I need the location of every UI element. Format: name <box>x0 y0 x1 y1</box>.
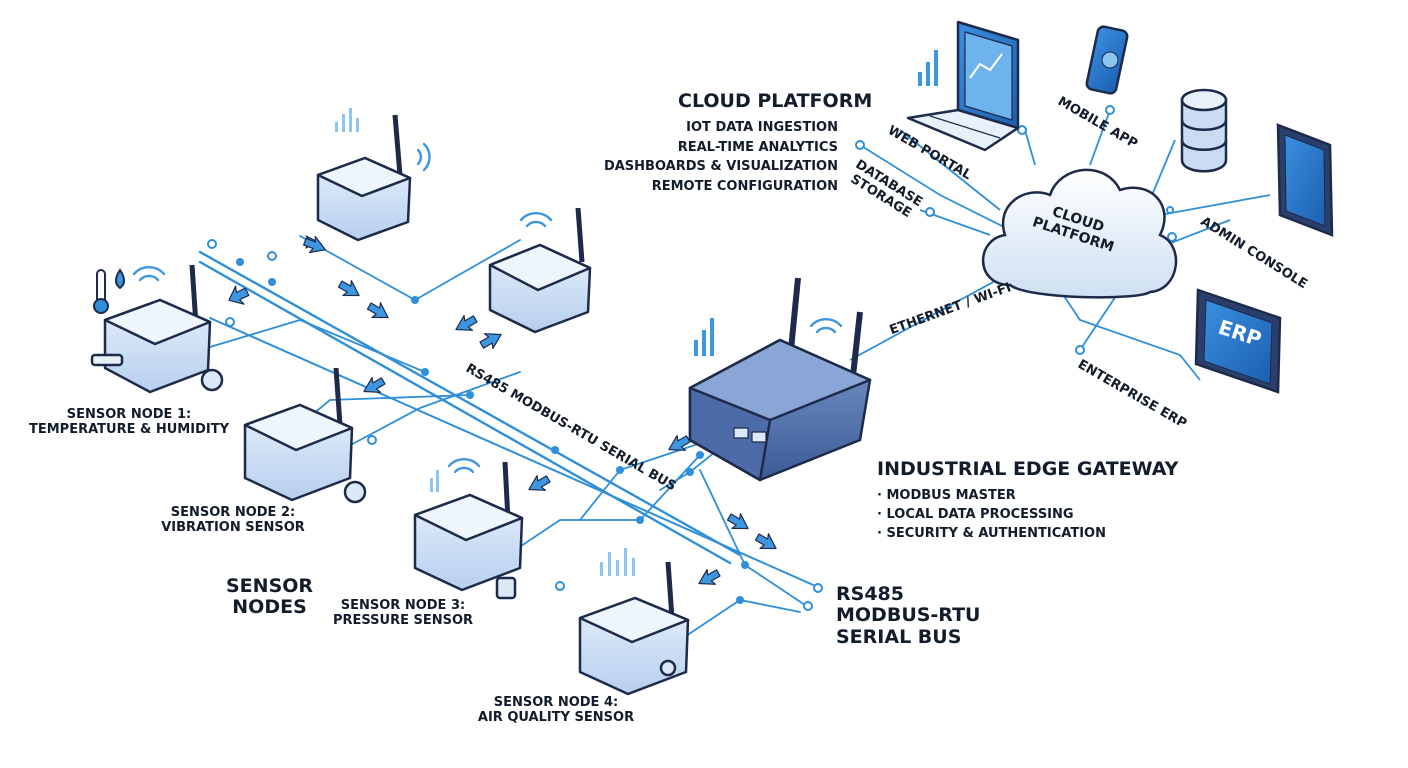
sensor-node-3-label: SENSOR NODE 3: PRESSURE SENSOR <box>318 598 488 628</box>
rs485-bus-wires <box>198 235 821 641</box>
sensor-group-line1: SENSOR <box>226 575 314 597</box>
sensor-node-2-device <box>243 367 367 504</box>
sensor-node-top-b-device <box>488 207 592 334</box>
gateway-items: · MODBUS MASTER · LOCAL DATA PROCESSING … <box>877 487 1106 544</box>
sensor-node-4-title: SENSOR NODE 4: <box>493 695 619 710</box>
sensor-node-1-device <box>90 264 224 394</box>
sensor-node-3-title: SENSOR NODE 3: <box>340 598 466 613</box>
sensor-group-line2: NODES <box>232 596 307 619</box>
cloud-panel-items: IOT DATA INGESTION REAL-TIME ANALYTICS D… <box>604 118 838 196</box>
sensor-node-2-title: SENSOR NODE 2: <box>170 505 296 520</box>
sensor-node-1-label: SENSOR NODE 1: TEMPERATURE & HUMIDITY <box>24 407 234 437</box>
database-icon <box>1180 88 1228 173</box>
bus-junction-dots <box>236 258 749 604</box>
cloud-item-remote-config: REMOTE CONFIGURATION <box>651 178 838 194</box>
bus-label: RS485 MODBUS-RTU SERIAL BUS <box>836 583 981 648</box>
sensor-node-4-label: SENSOR NODE 4: AIR QUALITY SENSOR <box>466 695 646 725</box>
sensor-node-2-type: VIBRATION SENSOR <box>161 519 305 535</box>
cloud-link-terminals <box>855 105 1177 355</box>
cloud-shape <box>981 168 1178 299</box>
gateway-item-master: · MODBUS MASTER <box>877 488 1016 503</box>
sensor-group-label: SENSOR NODES <box>226 575 314 619</box>
bus-end-terminals <box>207 239 823 611</box>
sensor-node-top-a-device <box>316 114 412 242</box>
bus-label-line1: RS485 <box>836 583 904 605</box>
bus-label-line2: MODBUS-RTU <box>836 604 981 627</box>
sensor-node-4-device <box>578 561 690 696</box>
sensor-node-1-title: SENSOR NODE 1: <box>66 407 192 422</box>
gateway-item-security: · SECURITY & AUTHENTICATION <box>877 525 1106 541</box>
sensor-node-3-device <box>413 461 524 600</box>
flow-arrows <box>228 235 777 585</box>
decorative-signal-bars <box>335 108 635 576</box>
sensor-node-4-type: AIR QUALITY SENSOR <box>477 709 635 725</box>
erp-monitor-icon <box>1194 288 1282 394</box>
sensor-node-3-type: PRESSURE SENSOR <box>332 612 474 628</box>
phone-icon <box>1085 25 1129 95</box>
sensor-node-1-type: TEMPERATURE & HUMIDITY <box>29 421 229 437</box>
cloud-item-ingestion: IOT DATA INGESTION <box>686 120 838 135</box>
thermometer-icon <box>93 268 125 314</box>
tablet-icon <box>1276 123 1334 237</box>
cloud-panel-title: CLOUD PLATFORM <box>678 90 873 112</box>
cloud-item-dashboards: DASHBOARDS & VISUALIZATION <box>603 159 838 174</box>
sensor-node-2-label: SENSOR NODE 2: VIBRATION SENSOR <box>148 505 318 535</box>
wifi-icons <box>132 142 843 474</box>
bus-label-line3: SERIAL BUS <box>836 625 962 648</box>
gateway-title: INDUSTRIAL EDGE GATEWAY <box>877 458 1179 480</box>
edge-gateway-device <box>688 277 872 482</box>
signal-bars <box>918 50 938 86</box>
gateway-signal-bars <box>694 318 714 356</box>
laptop-icon <box>906 20 1020 152</box>
cloud-item-analytics: REAL-TIME ANALYTICS <box>677 139 838 155</box>
gateway-item-processing: · LOCAL DATA PROCESSING <box>877 506 1074 522</box>
